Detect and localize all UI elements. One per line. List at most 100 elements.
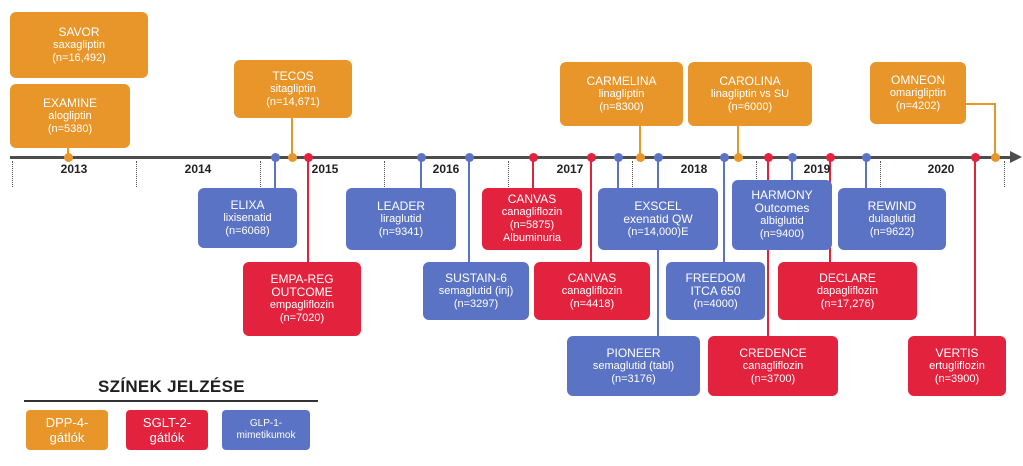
trial-box-savor: SAVOR saxagliptin (n=16,492) [10,12,148,78]
year-divider [384,161,385,187]
trial-size: (n=4202) [895,99,941,112]
connector-line-empareg [307,157,309,262]
trial-box-tecos: TECOS sitagliptin (n=14,671) [234,60,352,118]
connector-line-elixa [274,157,276,188]
legend-label: gátlók [149,430,185,445]
trial-size: (n=4418) [569,297,615,310]
trial-size: (n=9341) [378,225,424,238]
year-divider [508,161,509,187]
trial-name: CARMELINA [586,73,657,88]
year-divider [756,161,757,187]
trial-name: EXAMINE [42,95,97,110]
timeline-marker-examine-savor [63,153,73,162]
trial-box-exscel: EXSCEL exenatid QW (n=14,000)E [598,188,718,250]
legend-item-glp1: GLP-1- mimetikumok [222,410,310,450]
trial-size: (n=9622) [869,225,915,238]
legend-divider [24,400,318,402]
trial-drug: ITCA 650 [690,283,741,298]
legend-label: GLP-1- [249,418,283,429]
trial-size: (n=3900) [934,372,980,385]
trial-name: CAROLINA [719,73,781,88]
timeline-marker-sustain6 [464,153,474,162]
year-label: 2013 [60,162,88,176]
trial-box-rewind: REWIND dulaglutid (n=9622) [838,188,946,250]
timeline-marker-tecos [287,153,297,162]
year-label: 2017 [556,162,584,176]
timeline-arrowhead [1010,151,1022,163]
timeline-marker-canvas [586,153,596,162]
trial-drug: alogliptin [48,109,92,122]
trial-drug: dapagliflozin [816,284,879,297]
connector-line-canvas [590,157,592,262]
trial-drug: albiglutid [760,215,804,227]
trial-drug: linagliptin vs SU [710,87,790,100]
trial-name: SAVOR [58,24,100,39]
timeline-marker-canvas-albuminuria [528,153,538,162]
trial-box-vertis: VERTIS ertugliflozin (n=3900) [908,336,1006,396]
trial-drug: canagliflozin [561,284,623,297]
trial-name: CANVAS [567,270,617,285]
connector-line-rewind [865,157,867,188]
year-divider [136,161,137,187]
trial-box-harmony: HARMONY Outcomes albiglutid (n=9400) [732,180,832,250]
connector-line-harmony [791,157,793,180]
trial-box-omneon: OMNEON omarigliptin (n=4202) [870,62,966,124]
timeline-marker-credence [763,153,773,162]
trial-drug: saxagliptin [53,38,105,51]
trial-drug: linagliptin [598,87,645,100]
legend-label: SGLT-2- [142,415,192,430]
trial-size: (n=5380) [47,122,93,135]
trial-name: ELIXA [230,197,265,212]
trial-name-suffix: OUTCOME [271,285,333,299]
trial-box-pioneer: PIONEER semaglutid (tabl) (n=3176) [567,336,700,396]
year-divider [880,161,881,187]
connector-line-carolina [737,126,739,157]
trial-size: (n=16,492) [52,51,106,64]
trial-name-suffix: Outcomes [754,201,810,215]
connector-line-vertis [974,157,976,336]
connector-line-freedom [723,157,725,262]
trial-size: (n=6068) [225,224,270,237]
connector-line-carmelina [639,126,641,157]
timeline-marker-exscel [613,153,623,162]
connector-line-examine [67,148,69,157]
year-divider [12,161,13,187]
trial-box-freedom: FREEDOM ITCA 650 (n=4000) [666,262,765,320]
trial-drug: empagliflozin [269,299,335,311]
trial-box-sustain6: SUSTAIN-6 semaglutid (inj) (n=3297) [423,262,529,320]
timeline-marker-carmelina [635,153,645,162]
trial-box-canvas: CANVAS canagliflozin (n=4418) [534,262,650,320]
trial-name: PIONEER [606,345,661,360]
year-label: 2020 [927,162,955,176]
connector-line-omneon [994,103,996,157]
timeline-axis [10,156,1012,159]
trial-box-declare: DECLARE dapagliflozin (n=17,276) [778,262,917,320]
timeline-marker-harmony [787,153,797,162]
trial-name: DECLARE [819,270,876,285]
trial-drug: canagliflozin [742,359,804,372]
connector-line-leader [420,157,422,188]
trial-drug: lixisenatid [223,211,272,224]
connector-line-sustain6 [468,157,470,262]
connector-line-canvas-albuminuria [532,157,534,188]
timeline-marker-pioneer [653,153,663,162]
trial-box-carolina: CAROLINA linagliptin vs SU (n=6000) [688,62,812,126]
legend-label: DPP-4- [45,415,89,430]
trial-drug: liraglutid [380,212,422,225]
timeline-marker-carolina [733,153,743,162]
timeline-marker-omneon [990,153,1000,162]
year-label: 2014 [184,162,212,176]
trial-size: (n=14,000)E [627,225,689,238]
trial-name: CREDENCE [739,345,807,360]
year-label: 2019 [803,162,831,176]
trial-box-empareg: EMPA-REG OUTCOME empagliflozin (n=7020) [243,262,361,336]
year-label: 2018 [680,162,708,176]
timeline-marker-declare [825,153,835,162]
connector-line-exscel [617,157,619,188]
trial-endpoint: Albuminuria [502,232,562,244]
trial-drug: dulaglutid [868,212,916,225]
trial-name: EMPA-REG [270,272,334,286]
trial-name: REWIND [867,198,917,213]
trial-size: (n=9400) [759,228,805,240]
